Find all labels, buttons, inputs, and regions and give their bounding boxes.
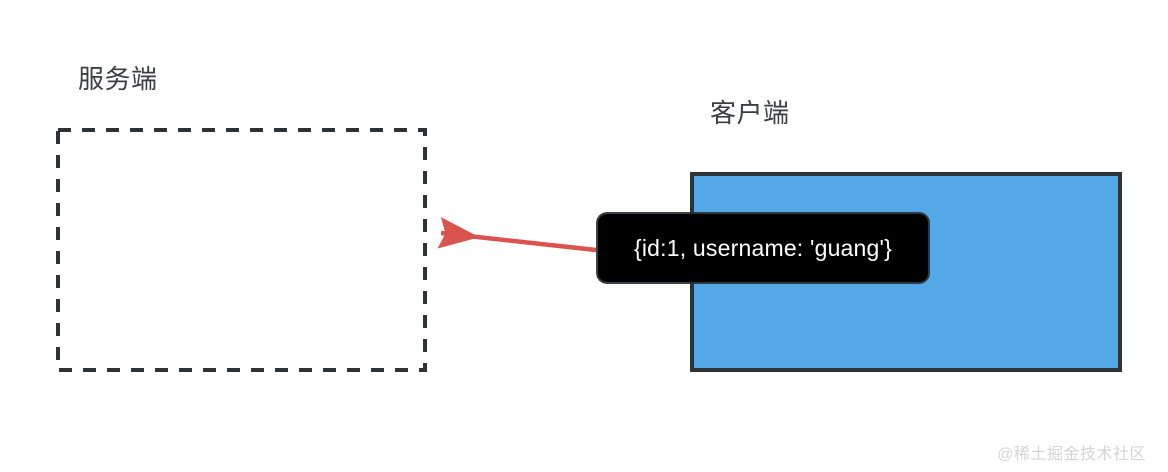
payload-tooltip-text: {id:1, username: 'guang'} (633, 234, 893, 261)
server-label: 服务端 (78, 64, 158, 94)
client-label: 客户端 (710, 98, 790, 128)
server-dashed-box (56, 128, 427, 372)
watermark: @稀土掘金技术社区 (997, 446, 1146, 463)
payload-tooltip: {id:1, username: 'guang'} (598, 214, 928, 282)
response-arrow (437, 217, 597, 253)
